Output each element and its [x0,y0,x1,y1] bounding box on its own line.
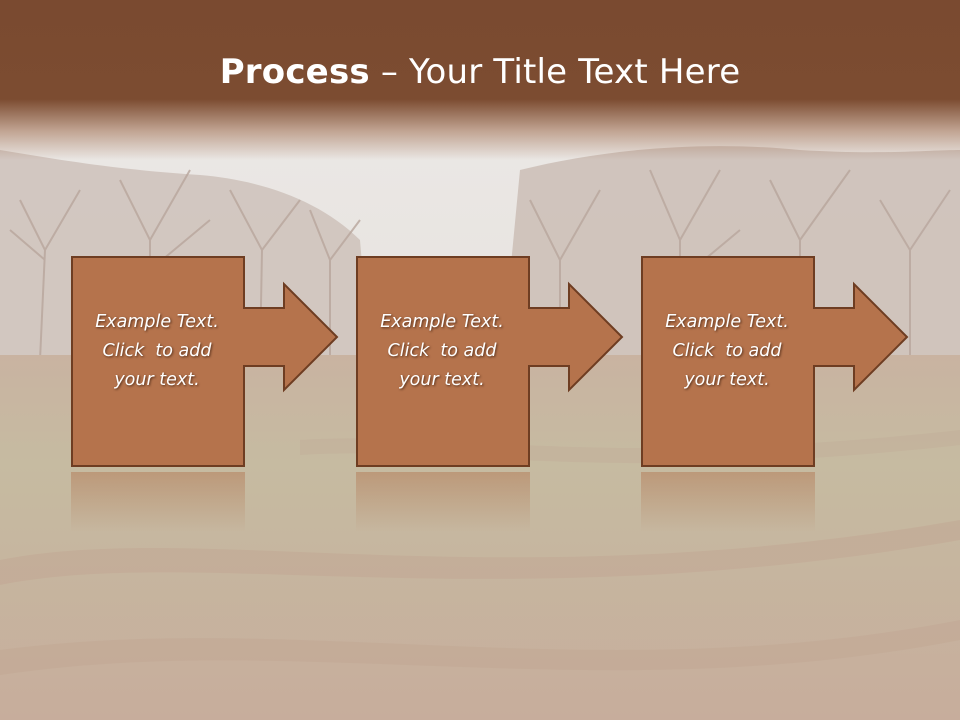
step-3-line-3: your text. [684,370,770,390]
step-1-line-2: Click to add [102,341,212,361]
arrow-right-icon [71,256,339,467]
step-2-text[interactable]: Example Text. Click to add your text. [358,308,526,395]
step-1-line-1: Example Text. [95,312,219,332]
step-1-reflection [71,472,245,532]
title-rest-part: – Your Title Text Here [369,52,741,92]
step-3-text[interactable]: Example Text. Click to add your text. [643,308,811,395]
step-3-line-1: Example Text. [665,312,789,332]
process-step-3[interactable]: Example Text. Click to add your text. [641,256,911,471]
slide-title[interactable]: Process – Your Title Text Here [0,52,960,92]
step-3-line-2: Click to add [672,341,782,361]
arrow-right-icon [641,256,909,467]
step-2-line-2: Click to add [387,341,497,361]
process-step-1[interactable]: Example Text. Click to add your text. [71,256,341,471]
step-2-reflection [356,472,530,532]
step-1-text[interactable]: Example Text. Click to add your text. [73,308,241,395]
step-2-line-1: Example Text. [380,312,504,332]
step-3-reflection [641,472,815,532]
title-band [0,0,960,160]
process-step-2[interactable]: Example Text. Click to add your text. [356,256,626,471]
step-2-line-3: your text. [399,370,485,390]
step-1-line-3: your text. [114,370,200,390]
title-bold-part: Process [219,52,370,92]
arrow-right-icon [356,256,624,467]
